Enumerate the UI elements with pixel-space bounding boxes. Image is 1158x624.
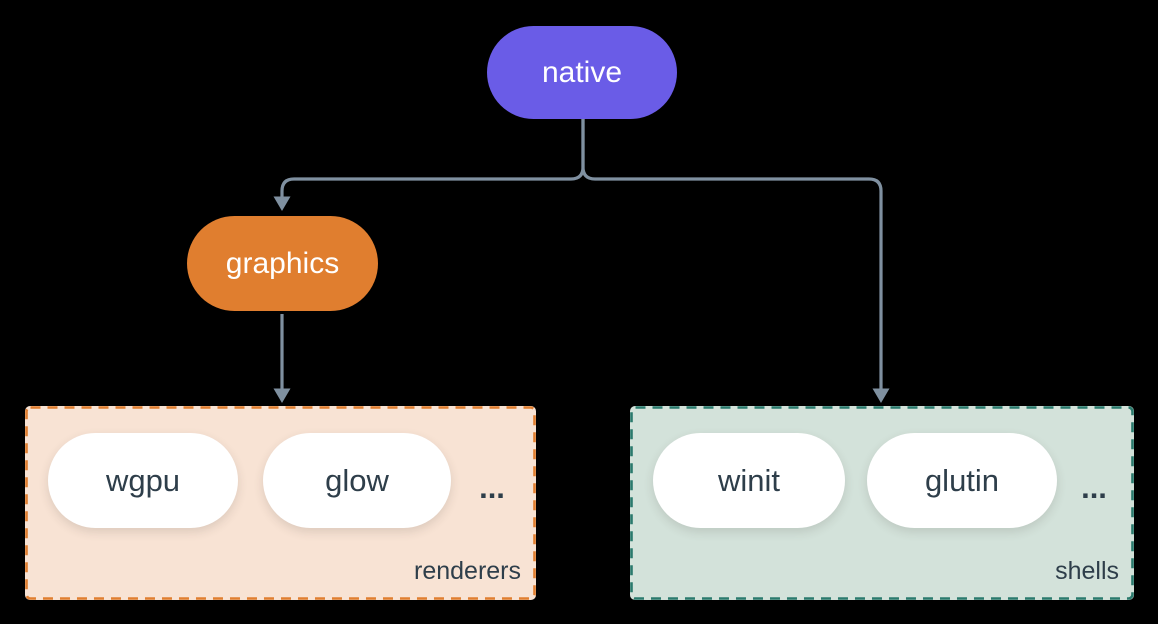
group-shells: winit glutin ... shells xyxy=(630,406,1134,600)
pill-glutin: glutin xyxy=(867,433,1057,528)
pill-glow-label: glow xyxy=(325,462,389,498)
renderers-dashed-border xyxy=(25,406,536,600)
connector-native-to-graphics xyxy=(280,117,585,197)
arrowhead-to-renderers xyxy=(273,388,291,403)
pill-wgpu: wgpu xyxy=(48,433,238,528)
pill-glutin-label: glutin xyxy=(924,462,1000,498)
node-native-label: native xyxy=(541,55,623,89)
pill-winit: winit xyxy=(653,433,845,528)
shells-dashed-border xyxy=(630,406,1134,600)
node-native: native xyxy=(487,26,677,119)
connector-native-to-shells xyxy=(581,117,883,389)
node-graphics-label: graphics xyxy=(225,246,340,280)
arrowhead-to-graphics xyxy=(273,196,291,211)
shells-group-label: shells xyxy=(1055,557,1119,585)
node-graphics: graphics xyxy=(187,216,378,311)
pill-wgpu-label: wgpu xyxy=(105,462,181,498)
arrowhead-to-shells xyxy=(872,388,890,403)
shells-ellipsis: ... xyxy=(1081,469,1107,505)
group-renderers: wgpu glow ... renderers xyxy=(25,406,536,600)
pill-winit-label: winit xyxy=(717,462,780,498)
renderers-group-label: renderers xyxy=(414,557,521,585)
renderers-ellipsis: ... xyxy=(479,469,505,505)
pill-glow: glow xyxy=(263,433,451,528)
